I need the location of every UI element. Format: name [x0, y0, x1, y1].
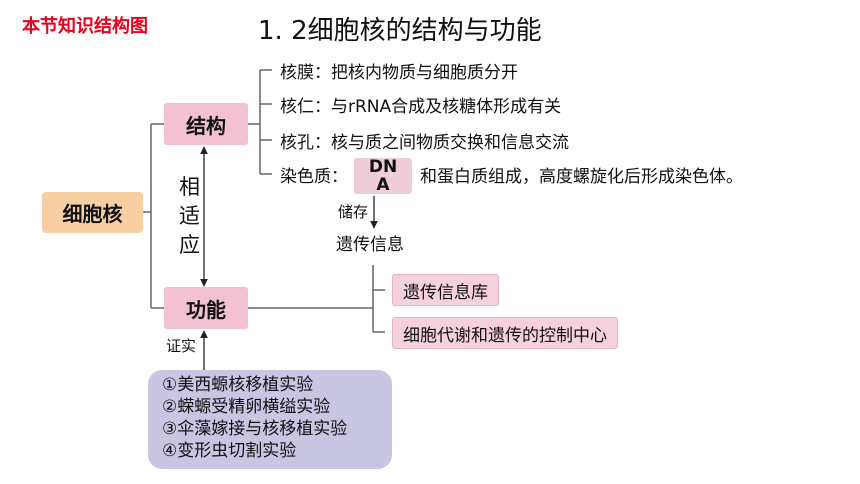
function-node: 功能 — [164, 287, 248, 329]
structure-item-nuclear-envelope: 核膜：把核内物质与细胞质分开 — [280, 63, 518, 83]
experiment-item-1: ①美西螈核移植实验 — [162, 375, 314, 395]
root-node: 细胞核 — [42, 192, 143, 233]
adaptation-char-1: 相 — [179, 175, 200, 199]
section-label: 本节知识结构图 — [22, 16, 148, 37]
dna-box: DN A — [354, 158, 412, 194]
structure-item-nucleolus: 核仁：与rRNA合成及核糖体形成有关 — [280, 97, 562, 117]
adaptation-char-3: 应 — [179, 233, 200, 257]
dna-label-line1: DN — [368, 157, 398, 177]
evidence-label: 证实 — [166, 337, 197, 355]
chromatin-description: 和蛋白质组成，高度螺旋化后形成染色体。 — [420, 167, 743, 187]
adaptation-char-2: 适 — [179, 204, 200, 228]
structure-node: 结构 — [164, 103, 248, 145]
experiment-item-2: ②蝾螈受精卵横缢实验 — [162, 397, 331, 417]
function-item-genetic-library: 遗传信息库 — [392, 274, 499, 306]
storage-label: 储存 — [338, 203, 369, 221]
genetic-info-label: 遗传信息 — [336, 235, 404, 255]
function-item-control-center: 细胞代谢和遗传的控制中心 — [392, 317, 618, 349]
evidence-box: ①美西螈核移植实验 ②蝾螈受精卵横缢实验 ③伞藻嫁接与核移植实验 ④变形虫切割实… — [148, 370, 392, 469]
page-title: 1. 2细胞核的结构与功能 — [258, 16, 542, 46]
experiment-item-4: ④变形虫切割实验 — [162, 441, 297, 461]
structure-item-chromatin: 染色质： — [280, 167, 348, 187]
structure-item-nuclear-pore: 核孔：核与质之间物质交换和信息交流 — [280, 133, 569, 153]
experiment-item-3: ③伞藻嫁接与核移植实验 — [162, 419, 348, 439]
dna-label-line2: A — [376, 175, 390, 195]
